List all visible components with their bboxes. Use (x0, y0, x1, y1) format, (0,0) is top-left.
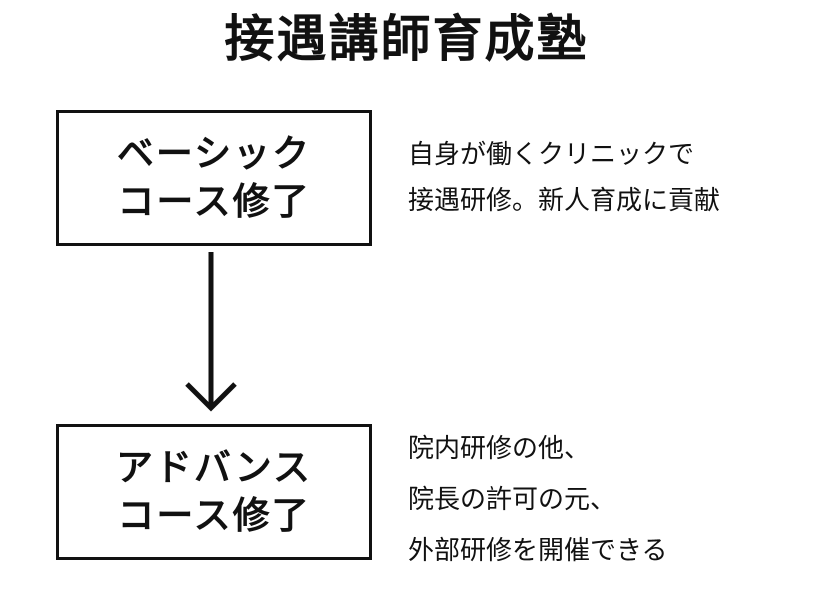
advance-course-label-line1: アドバンス (115, 446, 313, 489)
arrow-head (185, 382, 237, 412)
advance-course-description: 院内研修の他、 院長の許可の元、 外部研修を開催できる (408, 424, 667, 577)
advance-course-label-line2: コース修了 (117, 494, 311, 537)
advance-course-box: アドバンス コース修了 (56, 424, 372, 560)
arrow-down-icon (185, 252, 237, 412)
basic-course-description: 自身が働くクリニックで 接遇研修。新人育成に貢献 (408, 132, 720, 224)
advance-description-line: 外部研修を開催できる (408, 536, 668, 566)
advance-description-line: 院長の許可の元、 (408, 485, 617, 515)
page-title: 接遇講師育成塾 (224, 10, 589, 68)
basic-course-box: ベーシック コース修了 (56, 110, 372, 246)
advance-description-line: 院内研修の他、 (408, 434, 591, 464)
basic-course-label-line1: ベーシック (116, 132, 312, 175)
basic-description-line: 自身が働くクリニックで (408, 140, 695, 170)
basic-course-label-line2: コース修了 (117, 180, 311, 223)
basic-description-line: 接遇研修。新人育成に貢献 (408, 186, 721, 216)
